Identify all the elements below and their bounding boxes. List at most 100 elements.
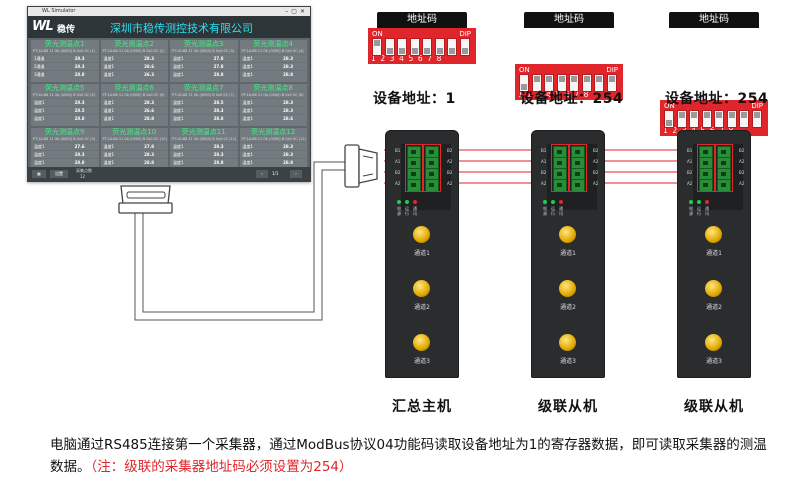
row-value: 28.3	[213, 152, 224, 157]
channel-sub: PT:1A:68 11 0b (0000) B 0x0 0C (6)	[102, 93, 165, 97]
channel-name: 荧光测温点9	[45, 128, 85, 136]
port-label: B2	[593, 170, 599, 175]
dip-toggle[interactable]	[531, 74, 542, 92]
port-label: B2	[447, 170, 453, 175]
row-value: 27.6	[74, 144, 85, 149]
row-value: 28.3	[213, 144, 224, 149]
dip-toggle[interactable]	[569, 74, 579, 92]
channel-knob[interactable]	[413, 334, 430, 351]
row-value: 28.3	[144, 56, 154, 61]
dip-toggle[interactable]	[664, 110, 674, 128]
dip-toggle[interactable]	[447, 38, 457, 56]
channel-name: 荧光测温点5	[45, 84, 85, 92]
dip-toggle[interactable]	[689, 110, 699, 128]
dip-toggle[interactable]	[384, 38, 395, 56]
port-label: A2	[739, 159, 745, 164]
row-value: 28.3	[283, 152, 293, 157]
dip-toggle[interactable]	[519, 74, 529, 92]
channel-sub: PT:1A:68 11 0b (0000) B 0x0 0C (8)	[241, 93, 304, 97]
highlight-box	[715, 144, 733, 192]
port-label: A2	[739, 181, 745, 186]
row-label: 温度1	[242, 116, 254, 121]
dip-toggle[interactable]	[581, 74, 592, 92]
dip-toggle[interactable]	[397, 38, 407, 56]
channel-knob[interactable]	[559, 334, 576, 351]
channel-label: 通道2	[414, 304, 430, 311]
dip-toggle[interactable]	[701, 110, 712, 128]
channel-knob[interactable]	[705, 280, 722, 297]
next-page-button[interactable]: ›	[290, 170, 302, 178]
channel-label: 通道3	[706, 358, 722, 365]
channel-knob[interactable]	[559, 280, 576, 297]
row-label: 温度1	[173, 64, 184, 69]
status-led	[705, 200, 709, 204]
row-label: 1通道	[34, 56, 45, 61]
terminal-block	[717, 146, 731, 159]
led-label: 运行	[551, 206, 555, 216]
row-label: 温度1	[242, 100, 254, 105]
row-value: 28.8	[74, 160, 85, 165]
port-label: A1	[395, 159, 401, 164]
row-label: 温度1	[34, 100, 45, 105]
channel-sub: PT:1A:68 11 0b (0000) B 0x0 0C (9)	[33, 137, 96, 141]
channel-knob[interactable]	[413, 226, 430, 243]
window-controls[interactable]: –▢✕	[285, 8, 308, 15]
channel-knob[interactable]	[413, 280, 430, 297]
dip-toggle[interactable]	[606, 74, 617, 92]
row-label: 温度1	[173, 108, 184, 113]
dip-toggle[interactable]	[594, 74, 604, 92]
channel-label: 通道3	[414, 358, 430, 365]
grid-view-button[interactable]: ▦	[32, 170, 46, 178]
dip-toggle[interactable]	[751, 110, 762, 128]
dip-toggle[interactable]	[409, 38, 420, 56]
device-label: 汇总主机	[392, 399, 452, 415]
dip-toggle[interactable]	[459, 38, 470, 56]
dip-toggle[interactable]	[422, 38, 432, 56]
dip-toggle[interactable]	[556, 74, 567, 92]
row-label: 温度1	[103, 116, 115, 121]
channel-name: 荧光测温点12	[251, 128, 296, 136]
dip-toggle[interactable]	[676, 110, 687, 128]
dip-toggle[interactable]	[726, 110, 737, 128]
channel-knob[interactable]	[705, 226, 722, 243]
dip-toggle[interactable]	[544, 74, 554, 92]
port-label: A2	[447, 159, 453, 164]
row-value: 26.3	[144, 72, 154, 77]
dip-toggle[interactable]	[714, 110, 724, 128]
channel-knob[interactable]	[559, 226, 576, 243]
row-value: 28.3	[144, 100, 154, 105]
row-label: 温度1	[173, 56, 184, 61]
prev-page-button[interactable]: ‹	[256, 170, 268, 178]
channel-knob[interactable]	[705, 334, 722, 351]
dip-toggle[interactable]	[739, 110, 749, 128]
port-label: A2	[593, 159, 599, 164]
app-banner: WL 稳传 深圳市稳传测控技术有限公司	[28, 16, 310, 38]
row-label: 温度1	[242, 108, 254, 113]
row-value: 28.3	[283, 100, 293, 105]
port-label: B2	[739, 170, 745, 175]
settings-button[interactable]: 设置	[50, 170, 68, 178]
dip-toggle[interactable]	[434, 38, 445, 56]
port-label: B2	[739, 148, 745, 153]
channel-name: 荧光测温点4	[253, 40, 293, 48]
dip-toggle[interactable]	[372, 38, 382, 56]
